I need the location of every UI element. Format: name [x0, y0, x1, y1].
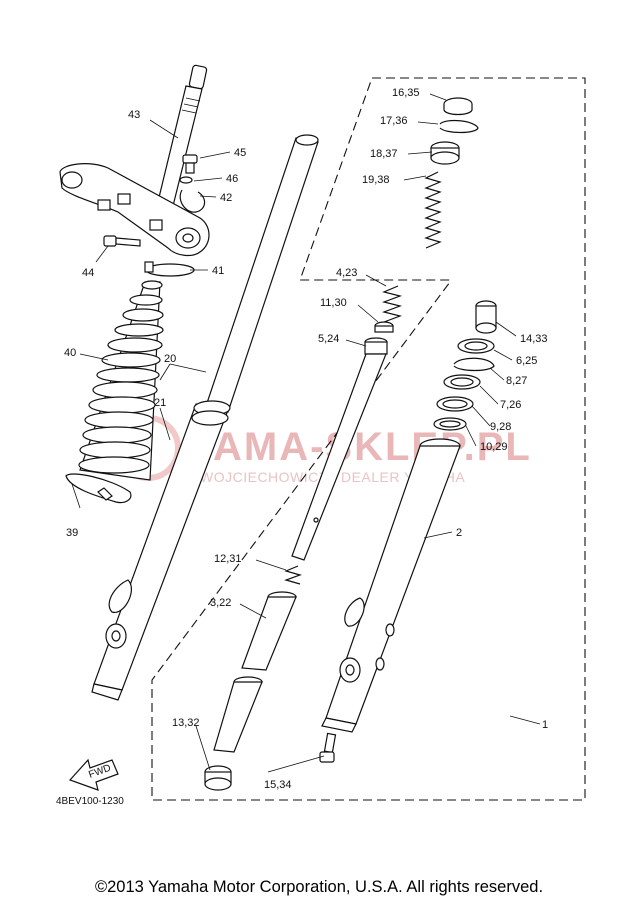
under-bracket — [59, 163, 210, 257]
washer-46 — [179, 176, 193, 184]
callout-8-27: 8,27 — [506, 375, 527, 387]
spring-19 — [424, 171, 442, 249]
callout-15-34: 15,34 — [264, 779, 292, 791]
callout-4-23: 4,23 — [336, 267, 357, 279]
bushing-9 — [436, 396, 474, 412]
bushing-10 — [433, 417, 467, 431]
callout-19-38: 19,38 — [362, 174, 390, 186]
band-39 — [65, 473, 132, 504]
diagram-code: 4BEV100-1230 — [56, 796, 124, 807]
callout-46: 46 — [226, 173, 238, 185]
ring-11 — [374, 321, 394, 333]
callout-21: 21 — [154, 397, 166, 409]
fwd-arrow-icon: FWD — [68, 758, 119, 791]
bolt-45 — [182, 154, 198, 174]
callouts: 43 45 46 42 44 41 40 20 21 39 16,35 17,3… — [56, 87, 548, 807]
callout-3-22: 3,22 — [210, 597, 231, 609]
oil-lock-13 — [204, 676, 263, 791]
outer-tube-2 — [321, 438, 461, 733]
callout-13-32: 13,32 — [172, 717, 200, 729]
oil-seal-6 — [457, 338, 495, 354]
callout-44: 44 — [82, 267, 94, 279]
callout-20: 20 — [164, 353, 176, 365]
outer-tube-21 — [91, 400, 231, 701]
callout-45: 45 — [234, 147, 246, 159]
callout-9-28: 9,28 — [490, 421, 511, 433]
callout-17-36: 17,36 — [380, 115, 408, 127]
callout-41: 41 — [212, 265, 224, 277]
spring-4 — [381, 285, 403, 323]
callout-39: 39 — [66, 527, 78, 539]
callout-14-33: 14,33 — [520, 333, 548, 345]
washer-7 — [443, 374, 481, 390]
callout-42: 42 — [220, 192, 232, 204]
spring-12 — [284, 565, 302, 585]
callout-5-24: 5,24 — [318, 333, 339, 345]
callout-40: 40 — [64, 347, 76, 359]
band-41 — [144, 261, 195, 277]
callout-43: 43 — [128, 109, 140, 121]
callout-18-37: 18,37 — [370, 148, 398, 160]
spacer-18 — [430, 141, 460, 165]
leader-lines — [71, 93, 541, 773]
callout-12-31: 12,31 — [214, 553, 242, 565]
damper-rod-5 — [291, 337, 388, 561]
bolt-44 — [103, 235, 141, 247]
bolt-15 — [319, 732, 337, 763]
assembly-outline — [151, 77, 586, 801]
circlip-17 — [439, 119, 479, 134]
callout-16-35: 16,35 — [392, 87, 420, 99]
callout-6-25: 6,25 — [516, 355, 537, 367]
cap-bolt-16 — [443, 97, 473, 116]
inner-tube-20 — [205, 134, 319, 413]
cylinder-3 — [241, 591, 297, 671]
steering-stem — [154, 64, 208, 219]
callout-2: 2 — [456, 527, 462, 539]
clip-8 — [453, 357, 495, 372]
watermark-main-text: YAMA-SKLEP.PL — [188, 425, 532, 469]
callout-11-30: 11,30 — [320, 297, 347, 309]
dust-seal-14 — [475, 300, 497, 334]
callout-1: 1 — [542, 719, 548, 731]
copyright-notice: ©2013 Yamaha Motor Corporation, U.S.A. A… — [94, 878, 544, 896]
callout-10-29: 10,29 — [480, 441, 508, 453]
callout-7-26: 7,26 — [500, 399, 521, 411]
wire-clip-42 — [179, 189, 206, 213]
fork-boot-40 — [78, 280, 164, 481]
